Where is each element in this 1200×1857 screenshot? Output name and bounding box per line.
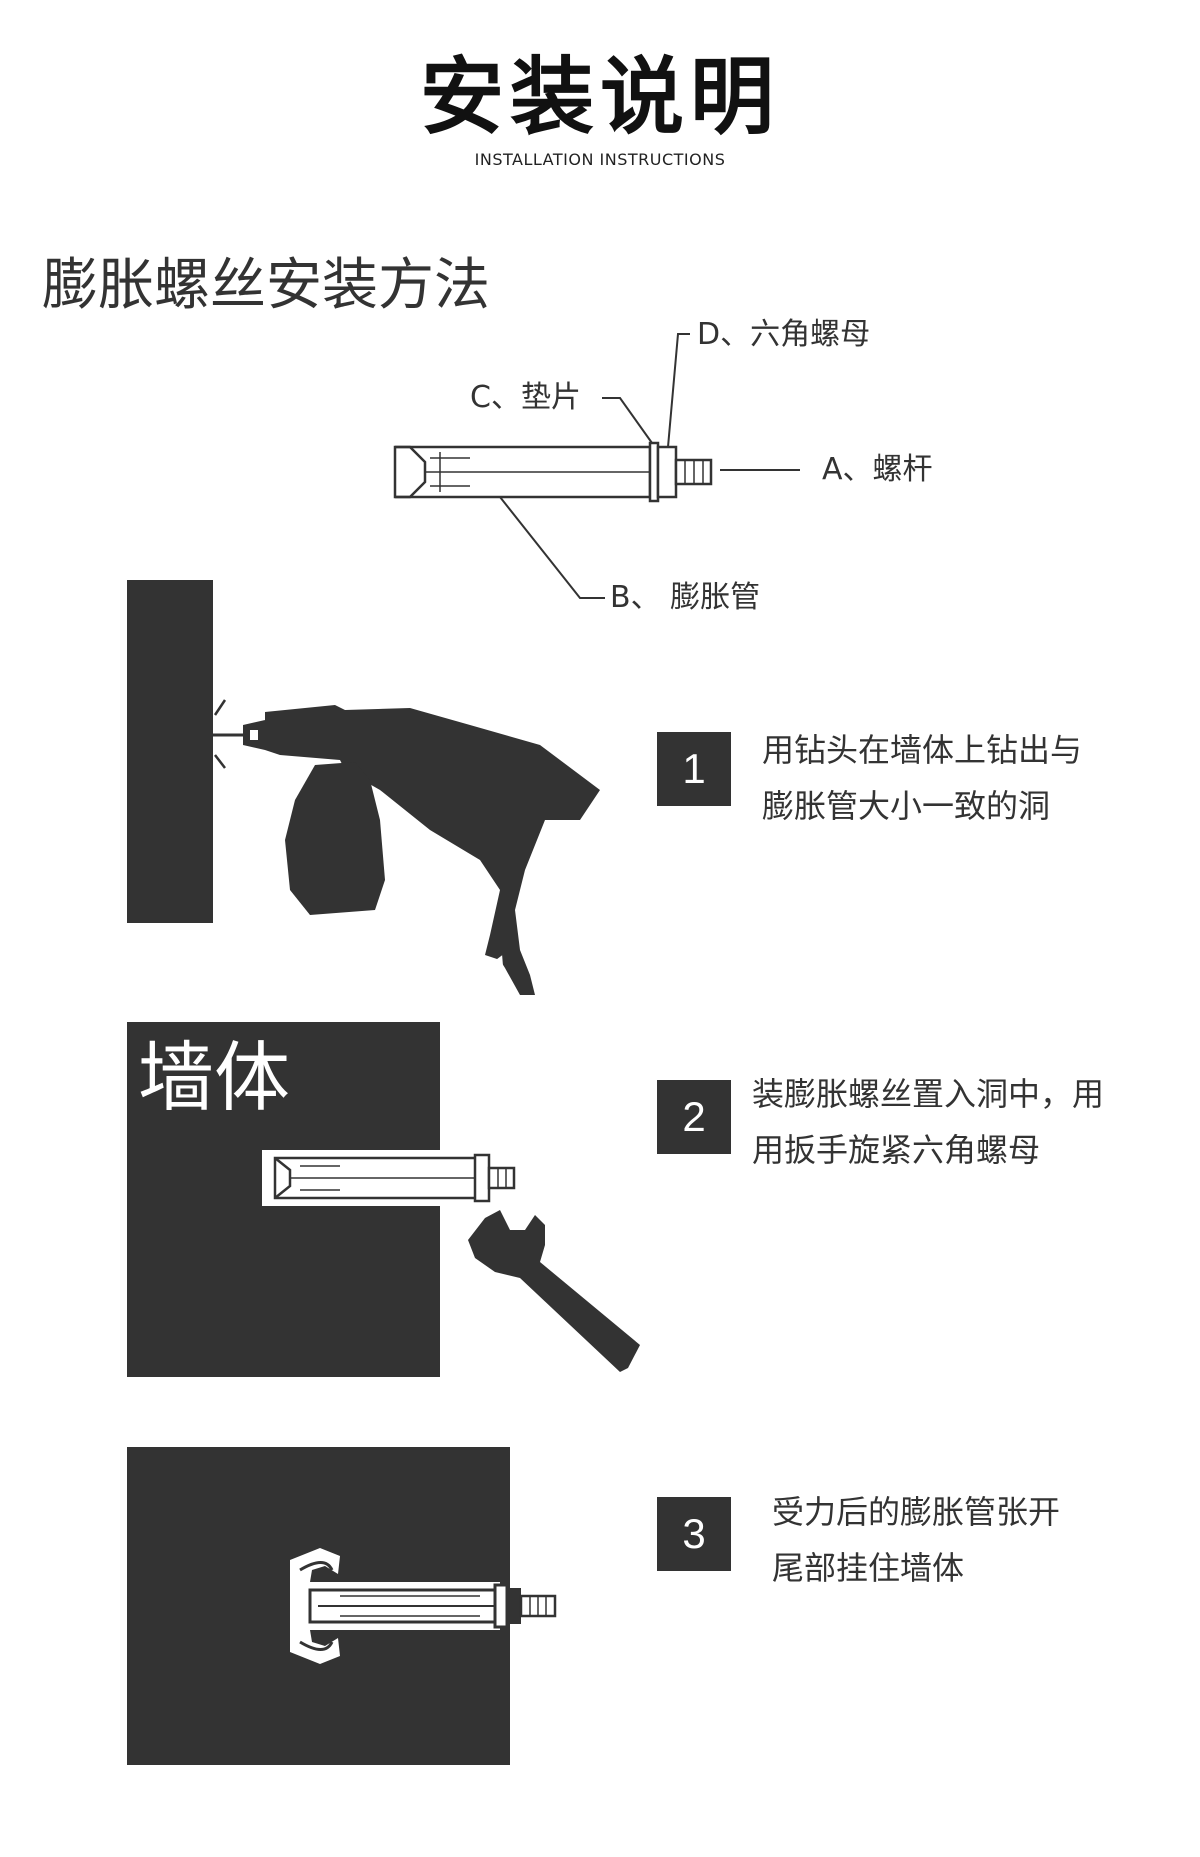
step-1-number: 1 <box>657 732 731 806</box>
anchor-bolt-diagram <box>393 333 800 599</box>
step-3-line-1: 受力后的膨胀管张开 <box>772 1493 1061 1531</box>
section-heading: 膨胀螺丝安装方法 <box>42 253 490 318</box>
wall-section-1 <box>127 580 213 923</box>
step3-illustration <box>127 1447 557 1765</box>
step-3-text: 受力后的膨胀管张开 尾部挂住墙体 <box>772 1484 1060 1596</box>
page-title: 安装说明 <box>419 48 780 146</box>
step-3-line-2: 尾部挂住墙体 <box>772 1549 965 1587</box>
part-label-c: C、垫片 <box>470 380 581 415</box>
step-1-line-2: 膨胀管大小一致的洞 <box>762 787 1051 825</box>
step-2-line-1: 装膨胀螺丝置入洞中，用 <box>752 1075 1105 1113</box>
hex-nut-shape <box>656 445 678 499</box>
part-label-a: A、螺杆 <box>822 452 933 487</box>
step-2-number: 2 <box>657 1080 731 1154</box>
part-label-b: B、 膨胀管 <box>610 580 761 615</box>
part-label-d: D、六角螺母 <box>697 317 871 352</box>
step-1-text: 用钻头在墙体上钻出与 膨胀管大小一致的洞 <box>762 722 1082 834</box>
drill-icon <box>243 705 600 995</box>
step-3-number: 3 <box>657 1497 731 1571</box>
wrench-icon <box>468 1210 640 1372</box>
wall-label: 墙体 <box>138 1033 290 1122</box>
step1-illustration <box>127 580 600 995</box>
hand-icon <box>285 762 385 915</box>
step-2-text: 装膨胀螺丝置入洞中，用 用扳手旋紧六角螺母 <box>752 1066 1104 1178</box>
step-2-line-2: 用扳手旋紧六角螺母 <box>752 1131 1041 1169</box>
step-1-line-1: 用钻头在墙体上钻出与 <box>762 731 1083 769</box>
page-subtitle: INSTALLATION INSTRUCTIONS <box>474 150 726 169</box>
step2-illustration <box>127 1022 640 1377</box>
